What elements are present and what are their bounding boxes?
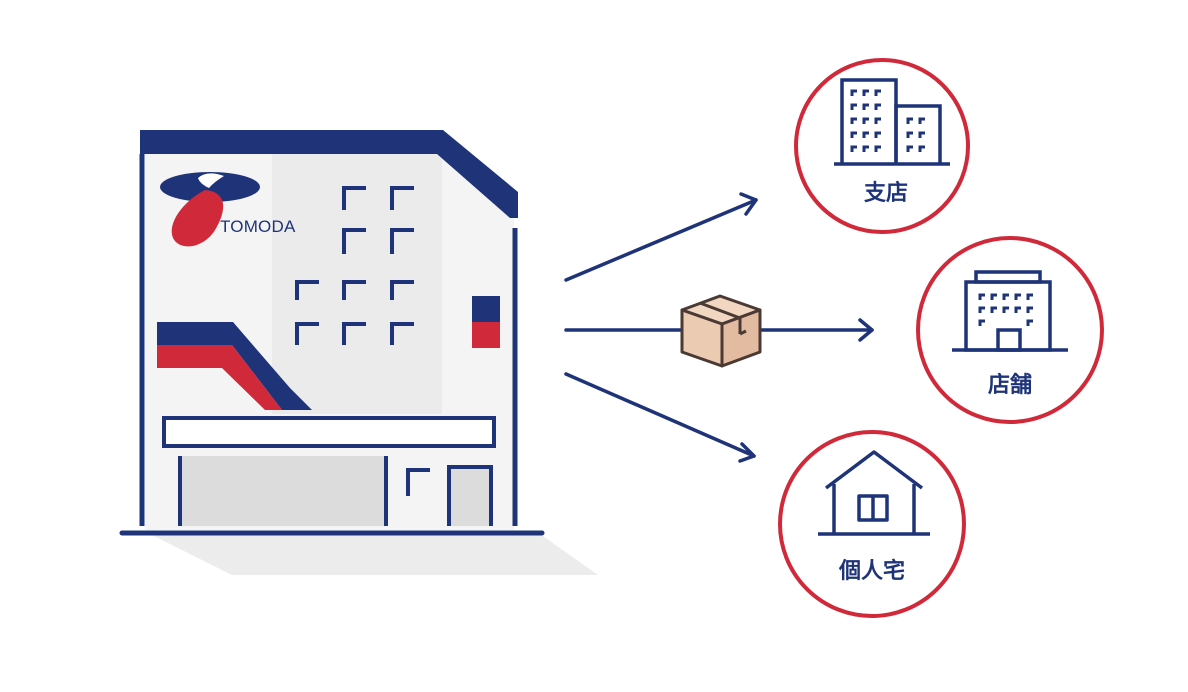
arrow-to-store [564,318,874,342]
house-icon [818,450,930,536]
logo-text: TOMODA [220,217,296,236]
destination-store: 店舗 [916,236,1104,424]
side-flag [472,296,500,348]
store-building-icon [952,270,1068,352]
arrow-to-branch [564,192,758,282]
destination-home: 個人宅 [778,430,966,618]
brand-stripes [157,322,312,410]
ground-shadow [150,534,598,575]
cardboard-box-icon [680,294,762,368]
arrow-to-home [564,372,756,463]
destination-label-store: 店舗 [988,372,1032,398]
destination-label-home: 個人宅 [838,558,905,584]
destination-label-branch: 支店 [864,181,908,206]
warehouse-roof [140,130,518,218]
loading-shutter [178,456,388,526]
delivery-arrows [564,192,874,463]
warehouse-windows [295,186,414,345]
small-window [406,468,430,496]
tomoda-logo: TOMODA [160,172,296,247]
warehouse-building: TOMODA [119,130,545,536]
office-buildings-icon [834,78,950,166]
entrance-canopy [162,416,496,448]
warehouse-door [447,465,493,526]
destination-branch: 支店 [794,58,970,234]
